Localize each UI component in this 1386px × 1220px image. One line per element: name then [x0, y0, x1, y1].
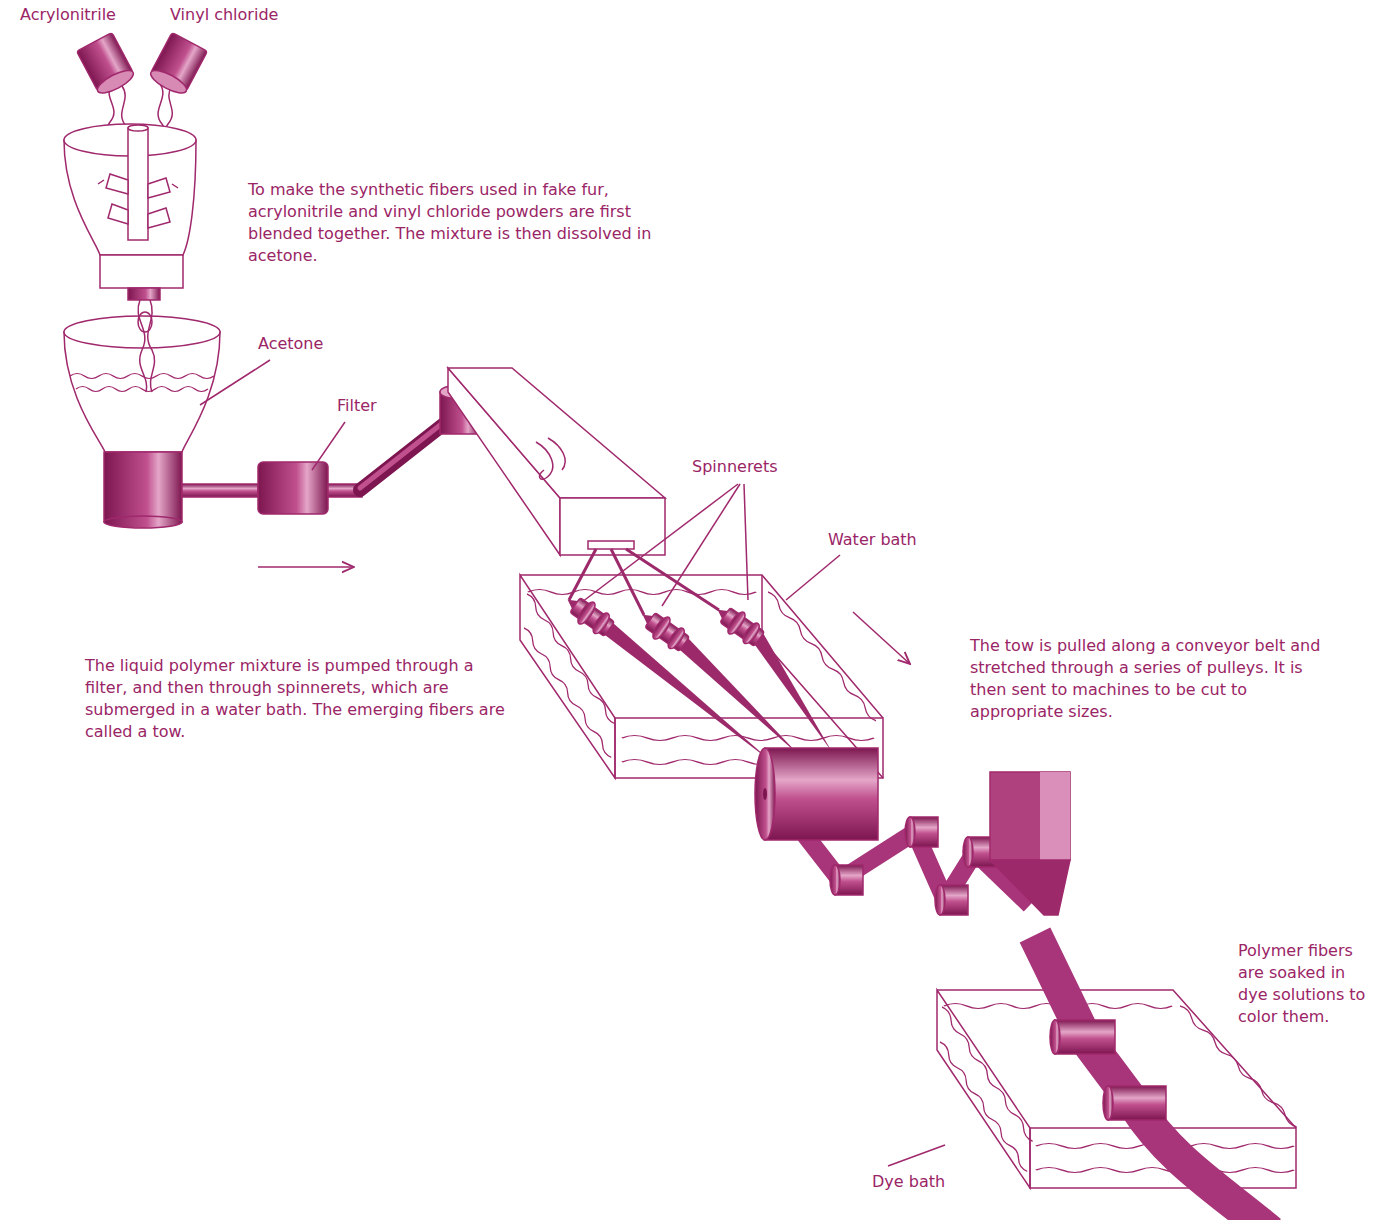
step-note: To make the synthetic fibers used in fak…	[248, 179, 678, 267]
leader-lines	[200, 360, 945, 1166]
conveyor-and-cutter	[755, 748, 1070, 915]
part-label: Acetone	[258, 333, 358, 355]
flow-arrows	[258, 567, 910, 664]
step-note: The liquid polymer mixture is pumped thr…	[85, 655, 515, 743]
part-label: Vinyl chloride	[170, 4, 330, 26]
part-label: Filter	[337, 395, 417, 417]
part-label: Dye bath	[872, 1171, 982, 1193]
spinning-tank	[448, 368, 665, 555]
part-label: Water bath	[828, 529, 958, 551]
step-note: The tow is pulled along a conveyor belt …	[970, 635, 1330, 723]
step-note: Polymer fibers are soaked in dye solutio…	[1238, 940, 1378, 1028]
part-label: Spinnerets	[692, 456, 822, 478]
part-label: Acrylonitrile	[20, 4, 160, 26]
mixing-hopper	[64, 124, 196, 300]
spinnerets	[560, 549, 832, 762]
